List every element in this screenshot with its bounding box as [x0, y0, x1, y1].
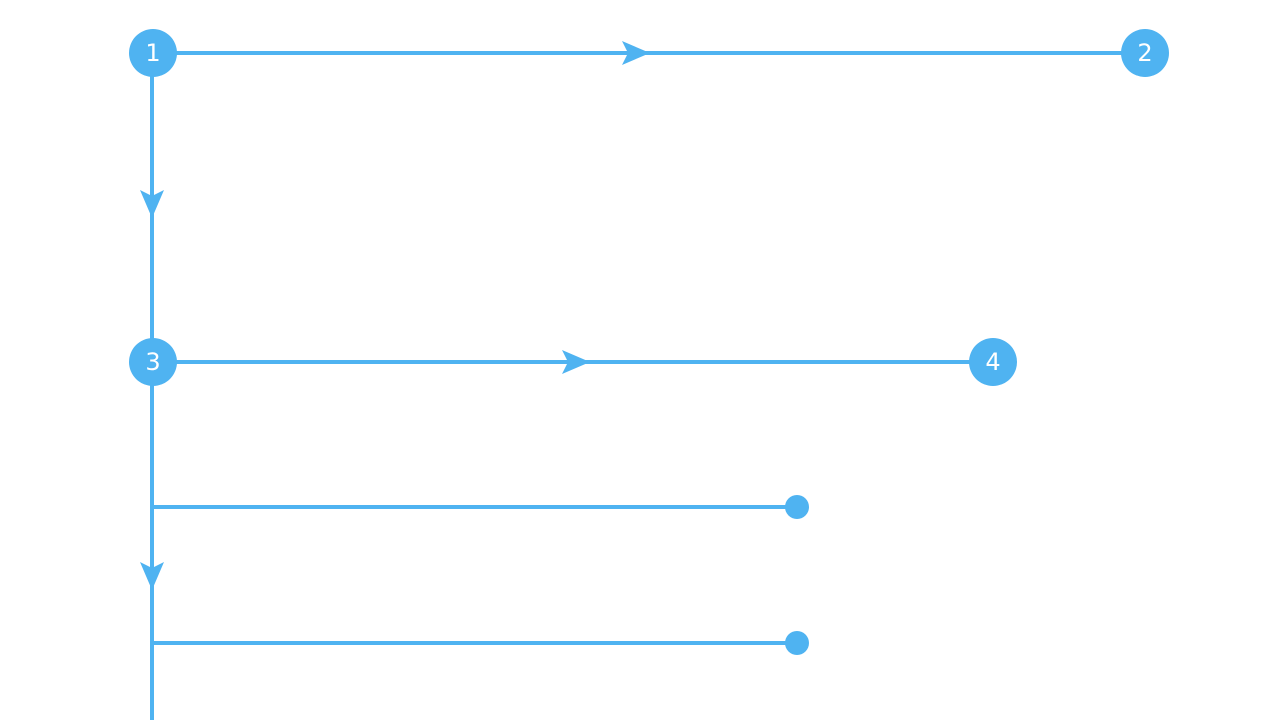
arrow-down-icon: [140, 190, 164, 218]
branch-end-dot: [785, 631, 809, 655]
node-3: 3: [129, 338, 177, 386]
node-2: 2: [1121, 29, 1169, 77]
node-2-label: 2: [1137, 39, 1152, 67]
node-1: 1: [129, 29, 177, 77]
arrow-right-icon: [622, 41, 650, 65]
node-1-label: 1: [145, 39, 160, 67]
branch-end-dot: [785, 495, 809, 519]
arrow-down-icon: [140, 562, 164, 590]
node-4-label: 4: [985, 348, 1000, 376]
node-4: 4: [969, 338, 1017, 386]
arrow-right-icon: [562, 350, 590, 374]
node-3-label: 3: [145, 348, 160, 376]
